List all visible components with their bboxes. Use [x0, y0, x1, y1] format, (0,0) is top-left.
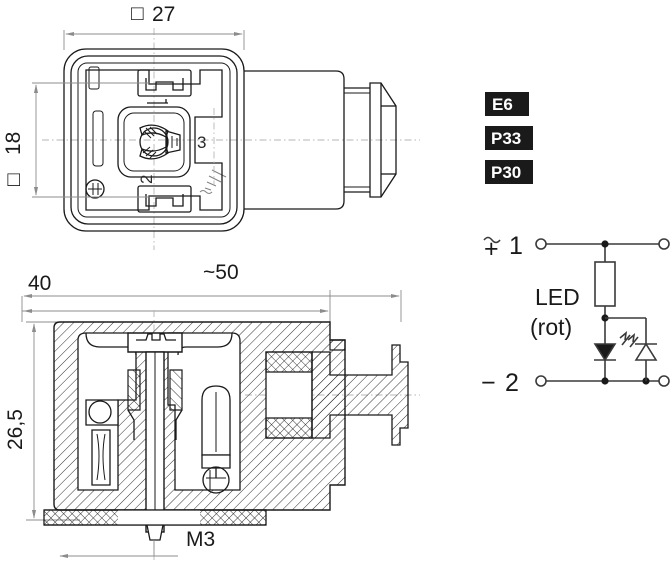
housing-outline — [63, 48, 245, 232]
dimension-width-27 — [63, 30, 245, 50]
thread-label-m3: M3 — [186, 528, 215, 551]
dimension-265-label: 26,5 — [4, 409, 27, 450]
terminal-screw-left — [88, 400, 112, 424]
manufacturer-logo-icon — [85, 179, 105, 199]
base-gasket-gap — [118, 510, 200, 525]
badge-e6-label: E6 — [492, 95, 513, 114]
led-triangle-icon — [593, 343, 617, 362]
cable-entry-body — [244, 70, 345, 210]
terminal-node-2-right — [658, 375, 670, 387]
junction-bottom-left — [601, 377, 609, 385]
circuit-diagram: + 1 − 2 LED (rot) — [481, 232, 670, 397]
terminal-node-1 — [535, 238, 547, 250]
thread-boss-left — [127, 369, 141, 411]
badge-p30[interactable] — [485, 160, 533, 184]
dimension-27-square-symbol: □ — [131, 2, 144, 25]
terminal-block-left — [85, 399, 119, 426]
thread-boss-right — [169, 369, 183, 411]
screw-boss-outer — [117, 106, 191, 178]
gasket-recess — [77, 62, 231, 218]
terminal-1-label-group: + 1 — [483, 232, 523, 263]
contact-blade-2 — [145, 194, 184, 207]
terminal-node-2 — [535, 375, 547, 387]
gland-seal-bottom — [265, 417, 313, 439]
sectional-view: ~50 40 26,5 — [4, 261, 420, 560]
screw-boss-inner — [123, 112, 185, 172]
left-notch — [88, 66, 100, 90]
dimension-18-square-symbol: □ — [2, 173, 25, 186]
contact-label-3: 3 — [197, 133, 206, 152]
dimension-18-label: 18 — [2, 132, 25, 155]
logo-glyph-icon — [88, 183, 102, 195]
product-code-badges: E6 P33 P30 — [485, 92, 533, 184]
badge-e6[interactable] — [485, 92, 529, 116]
gland-nose-top — [329, 339, 346, 351]
boss-taper — [127, 409, 183, 440]
screw-knurl-r — [166, 134, 178, 150]
gland-seal-top — [265, 351, 313, 373]
screw-head-section — [127, 332, 183, 353]
led-color-label: (rot) — [530, 314, 572, 340]
dimension-height-18 — [32, 82, 150, 198]
dimension-depth-50 — [21, 290, 402, 322]
badge-p33[interactable] — [485, 126, 533, 150]
m3-leader — [59, 540, 178, 559]
badge-p30-label: P30 — [491, 163, 521, 182]
junction-top — [601, 240, 609, 248]
led-label: LED — [535, 284, 580, 310]
terminal-node-1-right — [658, 238, 670, 250]
contact-socket-2 — [137, 185, 192, 213]
terminal-1-number: 1 — [509, 232, 523, 260]
dimension-depth-40 — [22, 290, 331, 322]
terminal-2-number: 2 — [505, 369, 519, 397]
contact-blade-left — [91, 429, 111, 486]
screw-cross-slot — [136, 333, 176, 341]
terminal-screw-right — [202, 466, 230, 494]
terminal-2-label-group: − 2 — [481, 369, 519, 397]
contact-blade-1 — [145, 78, 184, 91]
dimension-40-label: 40 — [28, 272, 51, 295]
housing-inner-outline — [70, 55, 238, 225]
left-rib-slot — [92, 110, 104, 167]
dimension-27-label: 27 — [152, 3, 175, 26]
led-emission-arrows-icon — [619, 331, 639, 348]
ac-dc-tilde-icon — [483, 236, 501, 244]
terminal-2-sign: − — [481, 369, 496, 397]
badge-p33-label: P33 — [491, 129, 521, 148]
blade-spring-left — [96, 433, 106, 481]
contact-label-2: 2 — [137, 175, 156, 184]
dimension-50-label: ~50 — [203, 261, 239, 284]
center-screw-head — [139, 127, 169, 157]
terminal-1-sign: + — [484, 235, 499, 263]
front-view: □ 27 18 □ 3 2 — [2, 2, 420, 250]
screw-fin-right — [165, 130, 181, 154]
led-base — [201, 454, 231, 469]
resistor-symbol — [594, 261, 616, 307]
